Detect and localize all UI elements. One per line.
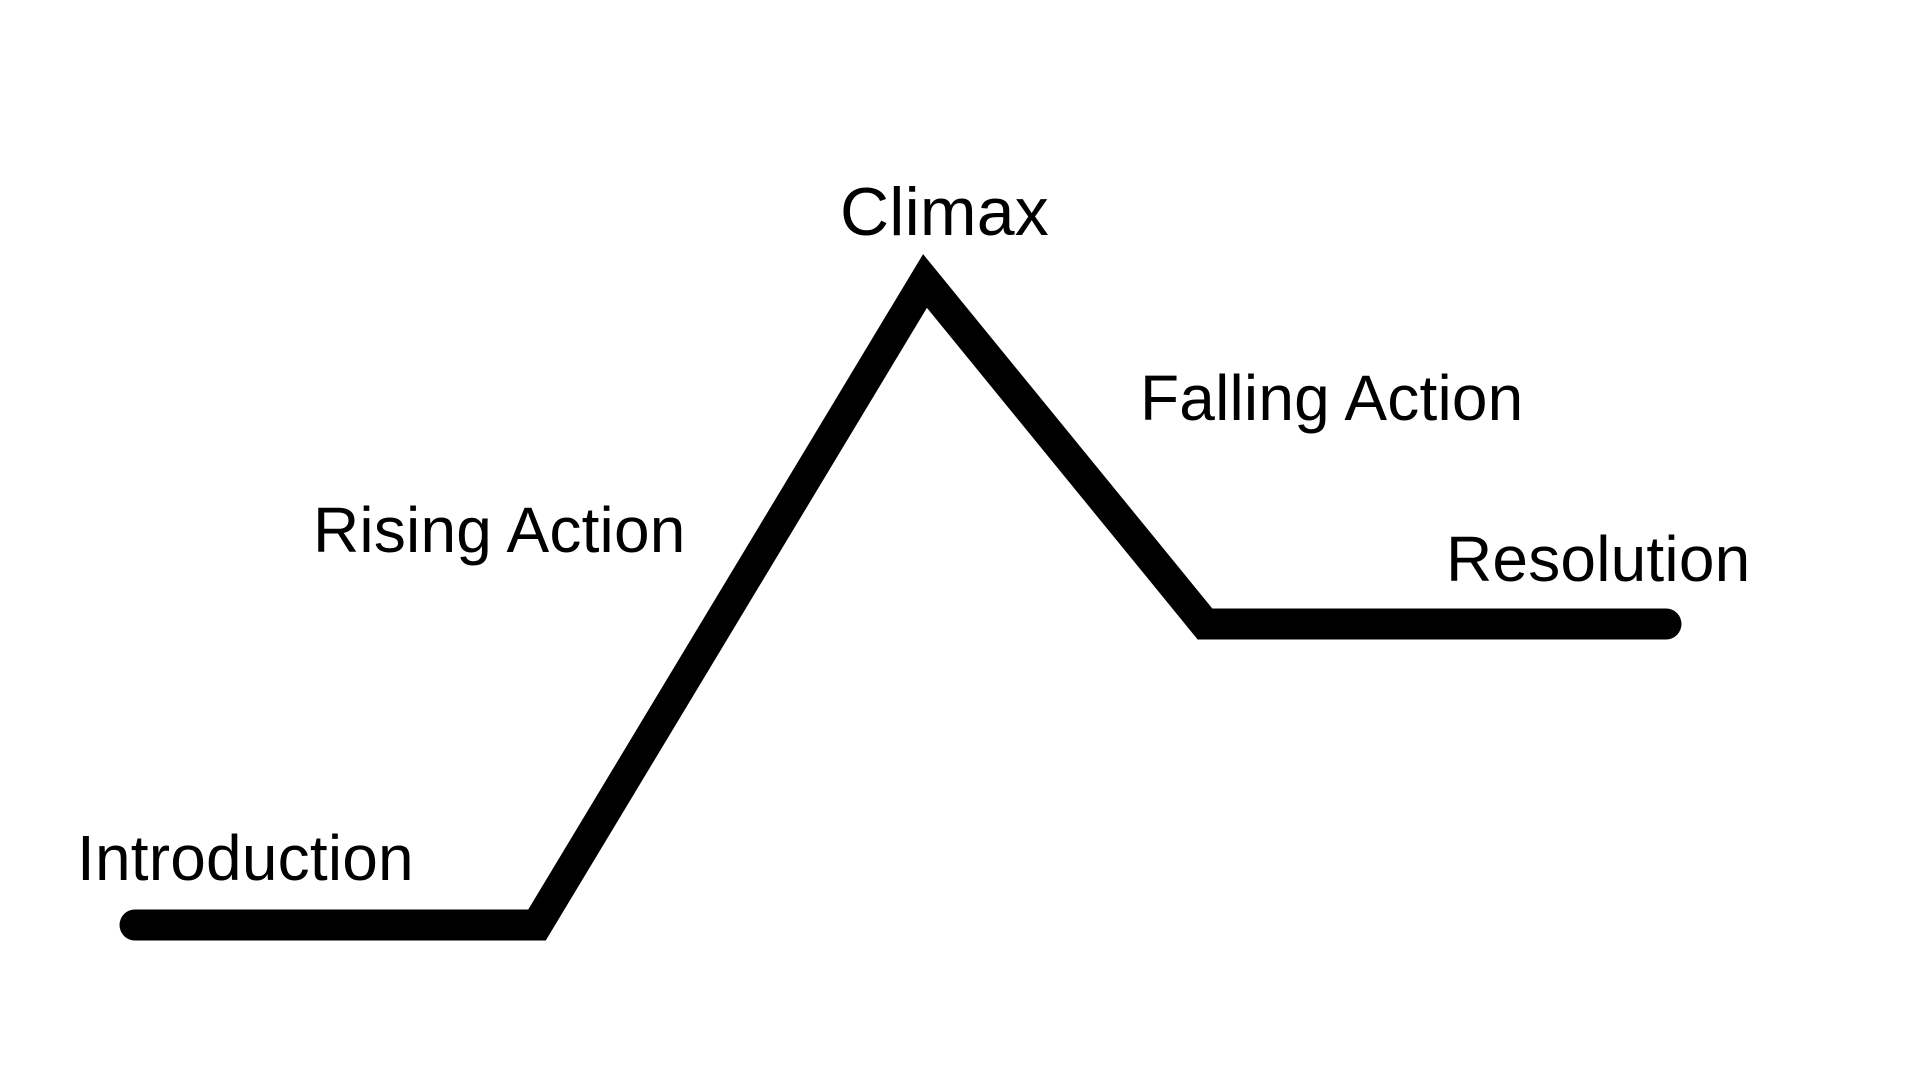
label-introduction: Introduction	[77, 822, 414, 894]
label-falling-action: Falling Action	[1140, 362, 1524, 434]
label-rising-action: Rising Action	[313, 494, 686, 566]
label-climax: Climax	[840, 174, 1049, 250]
plot-curve-polyline	[119, 254, 1682, 941]
label-resolution: Resolution	[1446, 523, 1751, 595]
